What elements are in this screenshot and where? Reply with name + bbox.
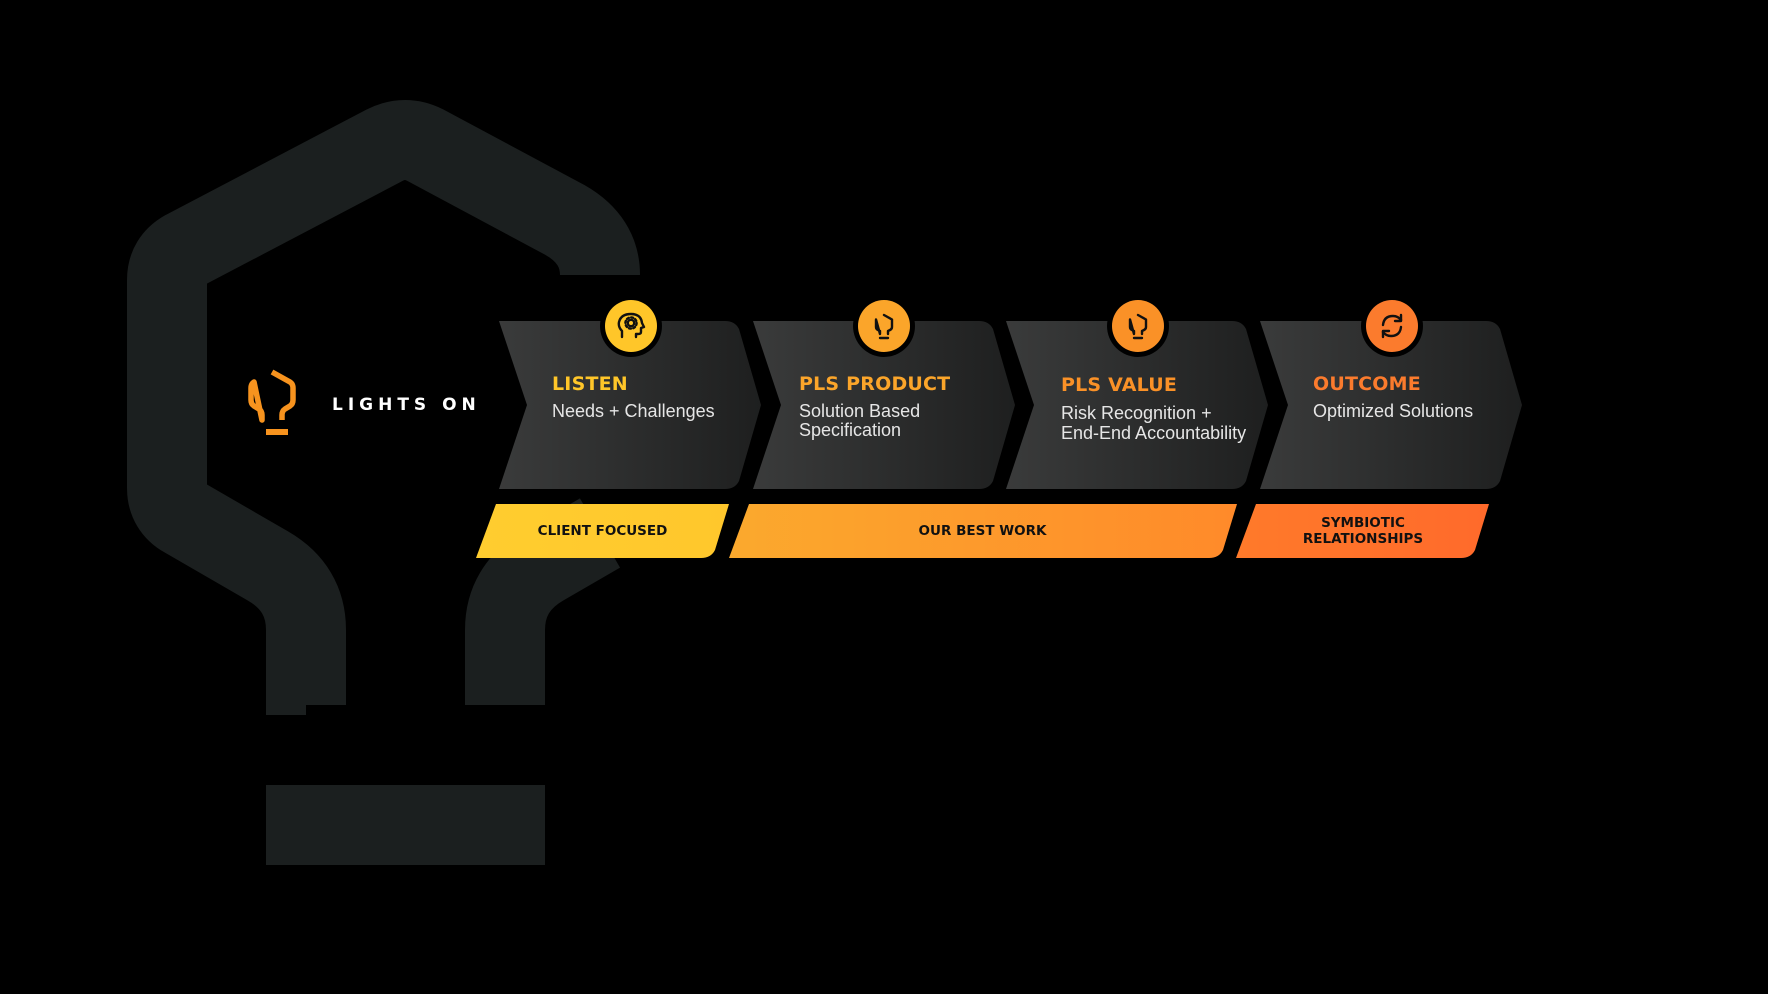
band-label-our-best-work: OUR BEST WORK <box>918 523 1047 539</box>
lightbulb-icon <box>1107 295 1169 357</box>
watermark-bulb-base <box>266 785 545 865</box>
step-subtitle-pls-product: Solution Based Specification <box>799 401 921 440</box>
band-label-symbiotic-relationships: SYMBIOTIC RELATIONSHIPS <box>1302 515 1424 547</box>
step-chevron-pls-product <box>753 321 1015 489</box>
watermark-stem-left <box>266 705 306 715</box>
watermark-lightbulb-icon <box>127 100 640 705</box>
lightbulb-icon <box>248 369 296 435</box>
step-chevron-outcome <box>1260 321 1522 489</box>
step-subtitle-outcome: Optimized Solutions <box>1313 401 1474 421</box>
brand-name: LIGHTS ON <box>332 395 481 415</box>
head-gear-icon <box>600 295 662 357</box>
step-title-outcome: OUTCOME <box>1313 373 1421 395</box>
step-chevron-pls-value <box>1006 321 1268 489</box>
band-label-client-focused: CLIENT FOCUSED <box>537 523 668 539</box>
step-chevron-listen <box>499 321 761 489</box>
band-client-focused <box>476 504 729 558</box>
refresh-cycle-icon <box>1361 295 1423 357</box>
step-subtitle-pls-value: Risk Recognition + End-End Accountabilit… <box>1061 403 1247 443</box>
band-symbiotic-relationships <box>1236 504 1489 558</box>
step-title-pls-value: PLS VALUE <box>1061 374 1178 396</box>
step-title-pls-product: PLS PRODUCT <box>799 373 951 395</box>
step-title-listen: LISTEN <box>552 373 628 395</box>
step-subtitle-listen: Needs + Challenges <box>552 401 715 421</box>
lightbulb-icon <box>853 295 915 357</box>
band-our-best-work <box>729 504 1237 558</box>
